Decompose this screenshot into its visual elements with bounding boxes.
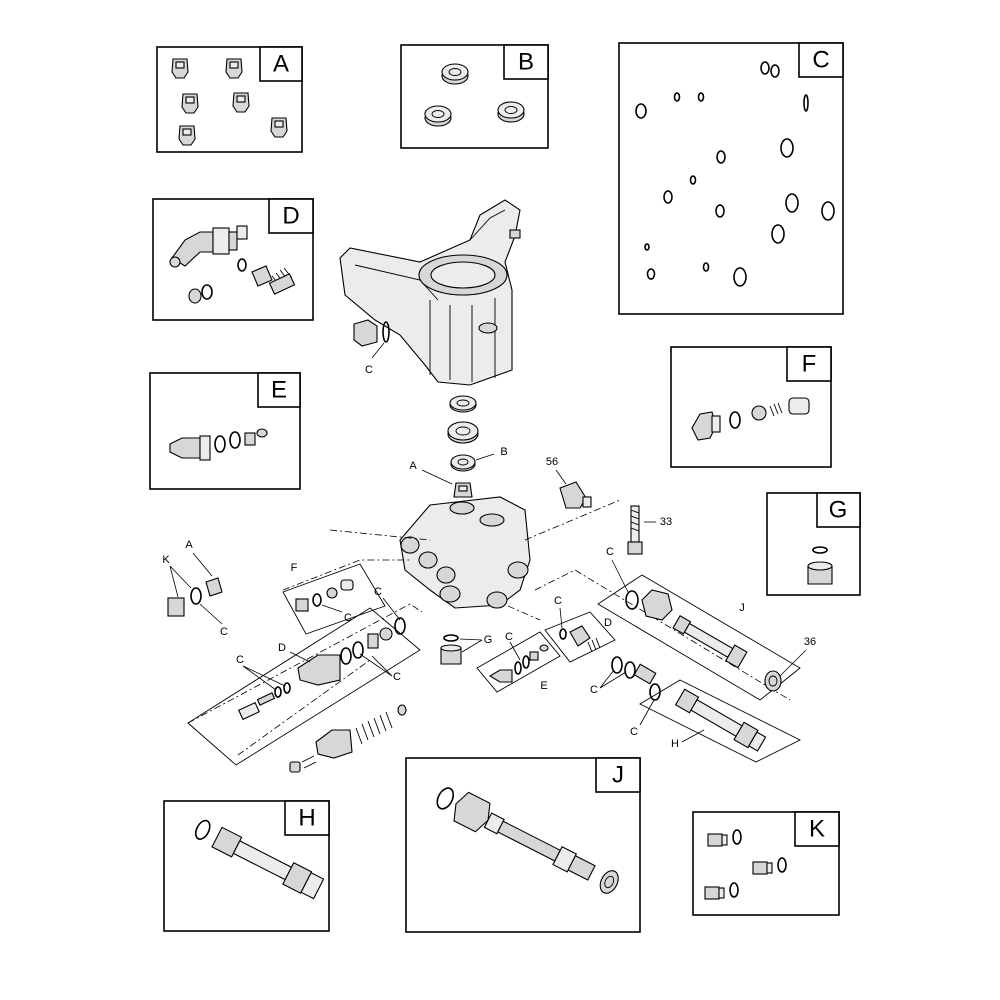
check-valve-parts	[691, 397, 810, 441]
seal-stack	[447, 395, 479, 472]
callout-33: 33	[660, 516, 672, 528]
callout-c-d-left: C	[236, 654, 244, 666]
inset-h-label: H	[298, 805, 315, 832]
housing-plug	[353, 319, 390, 347]
inset-c-label: C	[812, 47, 829, 74]
callout-c-d-mid: C	[393, 671, 401, 683]
inset-e-valve-kit: E	[149, 372, 301, 490]
callout-h-main: H	[671, 738, 679, 750]
callout-c-housing: C	[365, 364, 373, 376]
callout-j-main: J	[739, 602, 745, 614]
hose-assembly-parts	[436, 787, 619, 894]
callout-c-f: C	[344, 612, 352, 624]
callout-36: 36	[804, 636, 816, 648]
callout-c-h-upper: C	[590, 684, 598, 696]
callout-c-h: C	[630, 726, 638, 738]
assembly-guide-lines	[187, 499, 791, 756]
inset-f-label: F	[802, 351, 817, 378]
callout-b-top: B	[500, 446, 507, 458]
inset-d-unloader-kit: D	[152, 198, 314, 321]
check-valve-group-f	[282, 563, 386, 635]
inset-h-manifold-kit: H	[163, 800, 330, 932]
callout-d-main: D	[278, 642, 286, 654]
pump-crankcase-housing	[339, 199, 521, 386]
manifold-parts	[194, 819, 325, 900]
unloader-parts	[169, 225, 296, 304]
valve-group-e	[476, 631, 561, 693]
inset-a-label: A	[273, 51, 289, 78]
elbow-fitting	[559, 481, 592, 509]
inset-k-label: K	[809, 816, 825, 843]
callout-c-j: C	[606, 546, 614, 558]
valve-parts	[169, 428, 268, 461]
inset-k-plug-kit: K	[692, 811, 840, 916]
callout-c-d-top: C	[374, 586, 382, 598]
inset-a-nozzle-kit: A	[156, 46, 303, 153]
callout-d-right: D	[604, 617, 612, 629]
callout-c-d2: C	[554, 595, 562, 607]
seal-parts	[424, 63, 525, 127]
callout-a-top: A	[409, 460, 417, 472]
inset-b-seal-kit: B	[400, 44, 549, 149]
plug-k-parts	[704, 829, 787, 900]
inset-b-label: B	[518, 49, 534, 76]
center-plug-g	[440, 634, 462, 665]
hose-group-j	[597, 574, 801, 701]
valve-group-d-right	[544, 611, 616, 663]
oring-parts	[635, 61, 835, 287]
callout-e-mid: E	[540, 680, 547, 692]
inset-d-label: D	[282, 203, 299, 230]
callout-g-mid: G	[484, 634, 493, 646]
plug-parts	[807, 546, 833, 585]
callout-f-group: F	[291, 562, 298, 574]
callout-k-left: K	[162, 554, 170, 566]
left-plug-k	[167, 577, 223, 617]
pump-manifold-head	[399, 496, 531, 609]
inset-g-plug-kit: G	[766, 492, 861, 596]
top-nozzle	[453, 482, 473, 498]
inset-c-oring-kit: C	[618, 42, 844, 315]
callout-56: 56	[546, 456, 558, 468]
manifold-group-h	[611, 656, 802, 763]
inset-j-label: J	[612, 762, 624, 789]
callout-c-left: C	[220, 626, 228, 638]
inset-e-label: E	[271, 377, 287, 404]
inset-f-check-valve-kit: F	[670, 346, 832, 468]
inset-g-label: G	[829, 497, 848, 524]
inset-j-hose-assembly-kit: J	[405, 757, 641, 933]
unloader-group-d	[187, 607, 421, 773]
callout-a-left: A	[185, 539, 193, 551]
callout-c-e: C	[505, 631, 513, 643]
nozzle-parts	[171, 58, 288, 146]
bolt	[627, 505, 643, 555]
